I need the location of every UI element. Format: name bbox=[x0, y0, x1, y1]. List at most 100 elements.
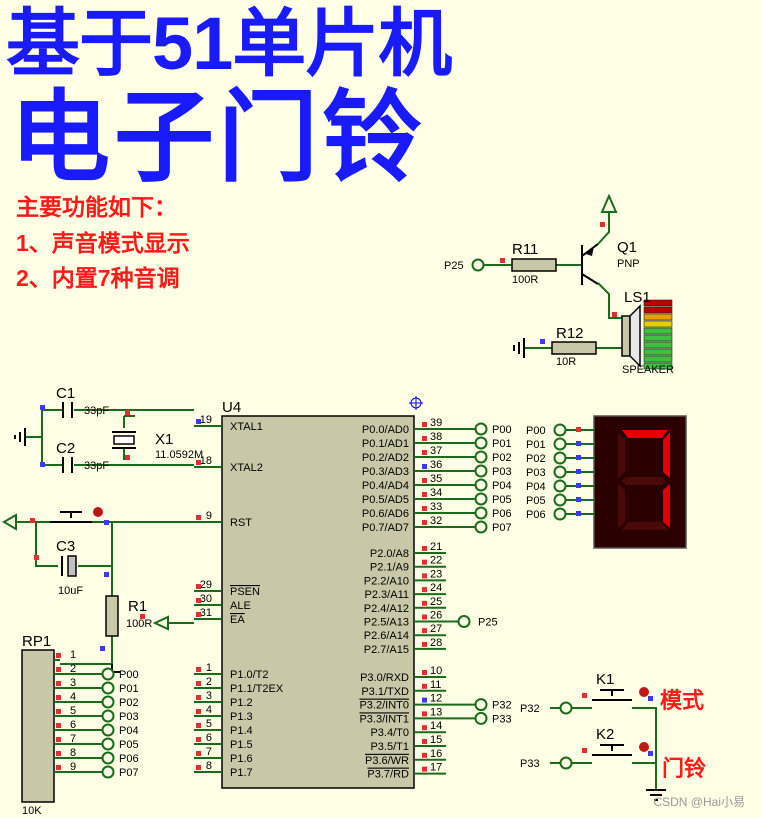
mcu-body bbox=[221, 415, 415, 789]
mcu-pin-number: 3 bbox=[206, 690, 212, 702]
r12-ref: R12 bbox=[556, 325, 584, 342]
k1-ref: K1 bbox=[596, 671, 614, 688]
mcu-pin-name: P0.3/AD3 bbox=[362, 466, 409, 478]
rp1-value: 10K bbox=[22, 805, 42, 817]
display-net: P02 bbox=[526, 453, 546, 465]
q1-type: PNP bbox=[617, 258, 640, 270]
buzzer-wires bbox=[484, 212, 622, 349]
k2-ref: K2 bbox=[596, 726, 614, 743]
mcu-p0-net: P02 bbox=[492, 452, 512, 464]
rp1-ref: RP1 bbox=[22, 633, 51, 650]
mcu-pin-number: 28 bbox=[430, 637, 442, 649]
mcu-pin-name: P0.7/AD7 bbox=[362, 522, 409, 534]
mcu-pin-number: 19 bbox=[200, 414, 212, 426]
x1-ref: X1 bbox=[155, 431, 173, 448]
display-net: P01 bbox=[526, 439, 546, 451]
mcu-pin-name: P3.4/T0 bbox=[370, 727, 409, 739]
mcu-pin-name: EA bbox=[230, 614, 245, 626]
mcu-pin-name: P0.5/AD5 bbox=[362, 494, 409, 506]
mcu-pin-name: XTAL1 bbox=[230, 421, 263, 433]
mcu-pin-name: P1.2 bbox=[230, 697, 253, 709]
display-net: P06 bbox=[526, 509, 546, 521]
rp1-net: P06 bbox=[119, 753, 139, 765]
q1-ref: Q1 bbox=[617, 239, 637, 256]
rp1-net: P00 bbox=[119, 669, 139, 681]
segment-b bbox=[663, 432, 670, 478]
mcu-pin-number: 27 bbox=[430, 623, 442, 635]
mcu-pin-number: 6 bbox=[206, 732, 212, 744]
mcu-p0-net: P07 bbox=[492, 522, 512, 534]
r1-value: 100R bbox=[126, 618, 152, 630]
mcu-pin-name: P3.6/WR bbox=[365, 755, 409, 767]
mcu-pin-name: P3.5/T1 bbox=[370, 741, 409, 753]
mcu-pin-name: P2.5/A13 bbox=[364, 617, 409, 629]
reset-button bbox=[50, 511, 92, 523]
buzzer-net-p25: P25 bbox=[444, 260, 464, 272]
buzzer-vcc bbox=[600, 193, 618, 213]
mcu-p0-net: P00 bbox=[492, 424, 512, 436]
segment-c bbox=[663, 484, 670, 528]
rp1-pin-number: 8 bbox=[70, 747, 76, 759]
r1-ref: R1 bbox=[128, 598, 147, 615]
k2-label: 门铃 bbox=[662, 756, 707, 781]
mcu-pin-number: 11 bbox=[430, 679, 441, 691]
mcu-pin-number: 22 bbox=[430, 555, 442, 567]
mcu-pin-number: 18 bbox=[200, 455, 212, 467]
cap-c3 bbox=[61, 555, 77, 577]
rp1-pin-number: 2 bbox=[70, 663, 76, 675]
mcu-pin-name: P2.0/A8 bbox=[370, 548, 409, 560]
title-line2: 电子门铃 bbox=[10, 82, 426, 194]
mcu-pin-number: 33 bbox=[430, 501, 442, 513]
mcu-p0-net: P04 bbox=[492, 480, 512, 492]
p33-terminal bbox=[559, 756, 573, 770]
resistor-r12 bbox=[551, 341, 597, 355]
rp1-pin-number: 4 bbox=[70, 691, 76, 703]
mcu-p0-net: P01 bbox=[492, 438, 512, 450]
mcu-pin-name: P2.3/A11 bbox=[365, 589, 409, 601]
mcu-p0-net: P05 bbox=[492, 494, 512, 506]
rp1-net: P04 bbox=[119, 725, 139, 737]
c3-value: 10uF bbox=[58, 585, 83, 597]
display-net: P05 bbox=[526, 495, 546, 507]
features-heading: 主要功能如下： bbox=[16, 194, 177, 220]
mcu-pin-name: ALE bbox=[230, 600, 251, 612]
k1-net: P32 bbox=[520, 703, 540, 715]
rp1-pin-number: 5 bbox=[70, 705, 76, 717]
c3-ref: C3 bbox=[56, 538, 75, 555]
mcu-left-pins: 19XTAL118XTAL29RST29PSEN30ALE31EA1P1.0/T… bbox=[194, 414, 284, 779]
mcu-p0-net: P03 bbox=[492, 466, 512, 478]
mcu-pin-name: P1.5 bbox=[230, 739, 253, 751]
cap-c2 bbox=[62, 457, 73, 473]
ground-osc bbox=[14, 428, 26, 446]
mcu-pin-name: RST bbox=[230, 517, 252, 529]
mcu-pin-name: P3.1/TXD bbox=[361, 686, 409, 698]
cap-c1 bbox=[62, 402, 73, 418]
mcu-pin-name: P0.1/AD1 bbox=[362, 438, 409, 450]
watermark: CSDN @Hai小易 bbox=[653, 795, 745, 809]
mcu-pin-number: 1 bbox=[206, 662, 212, 674]
r12-value: 10R bbox=[556, 356, 576, 368]
feature-item-1: 1、声音模式显示 bbox=[16, 230, 190, 256]
rp1-body bbox=[21, 649, 55, 803]
rp1-net: P02 bbox=[119, 697, 139, 709]
k1-label: 模式 bbox=[660, 688, 705, 713]
mcu-pin-number: 23 bbox=[430, 568, 442, 580]
segment-a bbox=[622, 430, 668, 438]
mcu-pin-name: P1.4 bbox=[230, 725, 253, 737]
mcu-pin-number: 38 bbox=[430, 431, 442, 443]
segment-d bbox=[622, 522, 668, 530]
mcu-pin-number: 12 bbox=[430, 693, 442, 705]
rp1-pin-number: 6 bbox=[70, 719, 76, 731]
mcu-pin-name: P2.1/A9 bbox=[370, 562, 409, 574]
mcu-pin-number: 37 bbox=[430, 445, 442, 457]
speaker-level-bar bbox=[643, 299, 673, 370]
mcu-ref: U4 bbox=[222, 399, 241, 416]
resistor-r11 bbox=[511, 258, 557, 272]
mcu-pin-name: P2.2/A10 bbox=[364, 575, 409, 587]
mcu-p0-net: P06 bbox=[492, 508, 512, 520]
rp1-net: P01 bbox=[119, 683, 139, 695]
c1-ref: C1 bbox=[56, 385, 75, 402]
mcu-pin-name: P2.6/A14 bbox=[364, 630, 409, 642]
mcu-pin-number: 36 bbox=[430, 459, 442, 471]
